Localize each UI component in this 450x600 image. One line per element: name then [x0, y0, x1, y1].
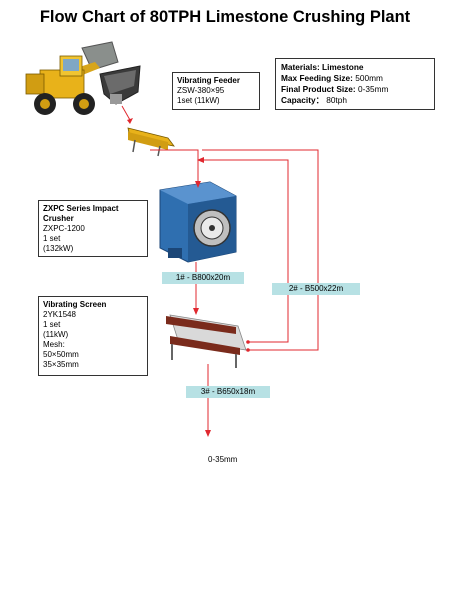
belt-1-label: 1# - B800x20m: [162, 272, 244, 284]
flow-arrowheads: [127, 118, 250, 437]
page-title: Flow Chart of 80TPH Limestone Crushing P…: [39, 8, 411, 26]
impact-crusher-illustration: [159, 181, 237, 263]
vibrating-screen-illustration: [166, 314, 247, 368]
feeder-model: ZSW-380×95: [177, 86, 225, 95]
crusher-power: (132kW): [43, 244, 74, 253]
screen-mesh-2: 35×35mm: [43, 360, 79, 369]
belt-2-label: 2# - B500x22m: [272, 283, 360, 295]
capacity-label: Capacity：: [281, 95, 324, 105]
max-feed-value: 500mm: [355, 73, 383, 83]
screen-mesh-label: Mesh:: [43, 340, 65, 349]
screen-name: Vibrating Screen: [43, 300, 107, 309]
max-feed-label: Max Feeding Size:: [281, 73, 353, 83]
screen-mesh-1: 50×50mm: [43, 350, 79, 359]
screen-model: 2YK1548: [43, 310, 76, 319]
wheel-loader-illustration: [25, 41, 119, 115]
crusher-model: ZXPC-1200: [43, 224, 85, 233]
vibrating-feeder-illustration: [127, 127, 175, 157]
capacity-value: 80tph: [326, 95, 347, 105]
materials-value: Limestone: [322, 62, 364, 72]
flow-lines: [121, 105, 319, 432]
final-size-value: 0-35mm: [358, 84, 389, 94]
final-size-label: Final Product Size:: [281, 84, 356, 94]
screen-qty: 1 set: [43, 320, 61, 329]
materials-info-box: Materials: Limestone Max Feeding Size: 5…: [275, 58, 435, 110]
screen-power: (11kW): [43, 330, 69, 339]
feeder-name: Vibrating Feeder: [177, 76, 240, 85]
crusher-qty: 1 set: [43, 234, 61, 243]
belt-3-label: 3# - B650x18m: [186, 386, 270, 398]
screen-info-box: Vibrating Screen 2YK1548 1 set (11kW) Me…: [38, 296, 148, 376]
crusher-name-line2: Crusher: [43, 214, 74, 223]
crusher-name-line1: ZXPC Series Impact: [43, 204, 119, 213]
hopper-illustration: [99, 65, 141, 105]
crusher-info-box: ZXPC Series Impact Crusher ZXPC-1200 1 s…: [38, 200, 148, 257]
feeder-info-box: Vibrating Feeder ZSW-380×95 1set (11kW): [172, 72, 260, 110]
final-product-label: 0-35mm: [208, 455, 238, 464]
materials-label: Materials:: [281, 62, 320, 72]
feeder-spec: 1set (11kW): [177, 96, 220, 105]
